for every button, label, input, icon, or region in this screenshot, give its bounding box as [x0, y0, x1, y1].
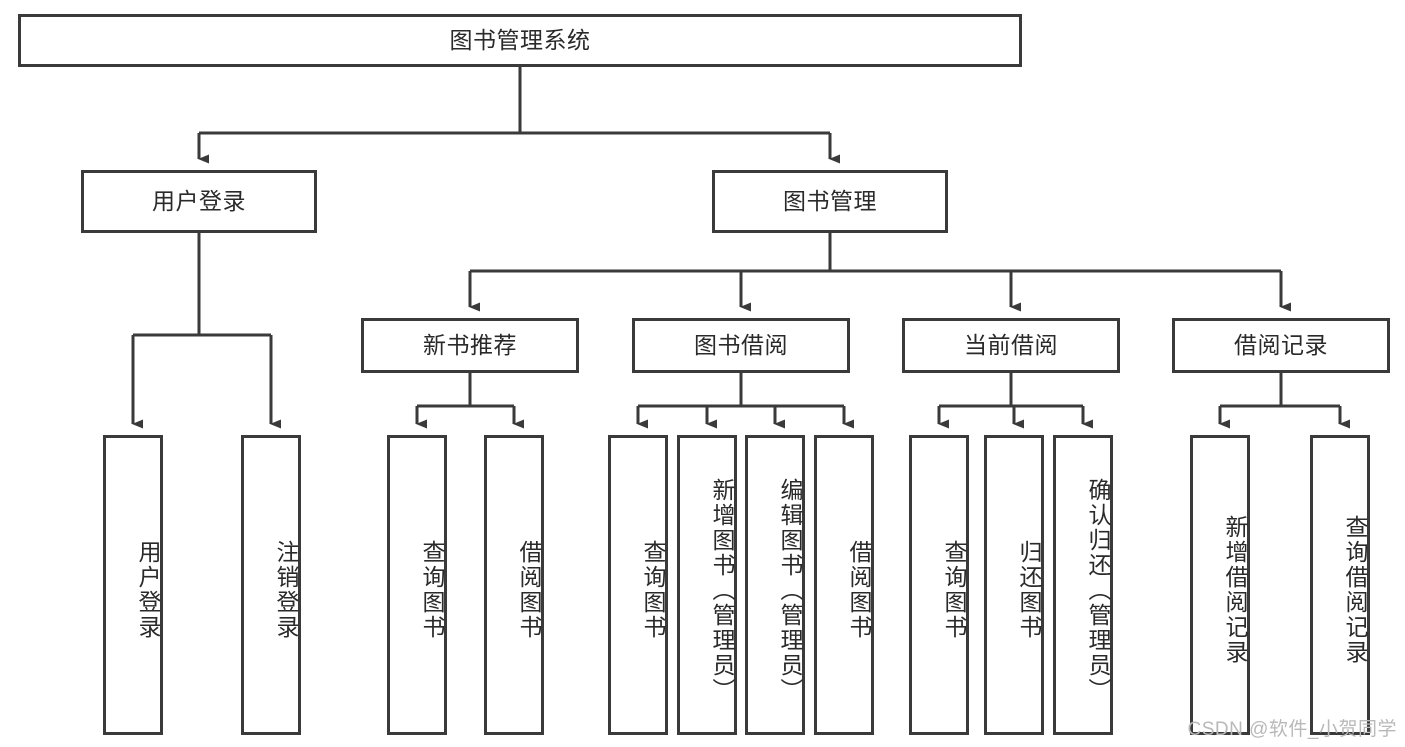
node-label: 新增图书（管理员） — [709, 477, 735, 703]
node-leaf-borrow-book-1[interactable]: 借阅图书 — [484, 435, 544, 735]
node-label: 新增借阅记录 — [1222, 515, 1248, 665]
node-leaf-query-book-2[interactable]: 查询图书 — [608, 435, 668, 735]
node-label: 查询图书 — [419, 540, 445, 640]
node-leaf-logout[interactable]: 注销登录 — [241, 435, 301, 735]
watermark-text: CSDN @软件_小贺同学 — [1187, 719, 1397, 740]
node-label: 查询图书 — [640, 540, 666, 640]
node-book-manage[interactable]: 图书管理 — [712, 170, 948, 233]
node-book-borrow[interactable]: 图书借阅 — [632, 318, 850, 373]
node-leaf-return-book[interactable]: 归还图书 — [984, 435, 1044, 735]
node-label: 当前借阅 — [964, 331, 1058, 358]
node-leaf-confirm-return[interactable]: 确认归还（管理员） — [1053, 435, 1113, 735]
node-leaf-query-record[interactable]: 查询借阅记录 — [1310, 435, 1370, 735]
node-user-login[interactable]: 用户登录 — [81, 170, 317, 233]
node-label: 图书管理 — [783, 187, 877, 214]
node-label: 查询图书 — [941, 540, 967, 640]
node-label: 用户登录 — [152, 187, 246, 214]
node-borrow-record[interactable]: 借阅记录 — [1172, 318, 1390, 373]
node-leaf-query-book-1[interactable]: 查询图书 — [387, 435, 447, 735]
node-leaf-user-login[interactable]: 用户登录 — [103, 435, 163, 735]
node-label: 归还图书 — [1016, 540, 1042, 640]
node-label: 图书借阅 — [694, 331, 788, 358]
node-label: 编辑图书（管理员） — [777, 477, 803, 703]
node-current-borrow[interactable]: 当前借阅 — [902, 318, 1120, 373]
node-new-book-rec[interactable]: 新书推荐 — [361, 318, 579, 373]
node-label: 确认归还（管理员） — [1085, 477, 1111, 703]
node-leaf-edit-book[interactable]: 编辑图书（管理员） — [745, 435, 805, 735]
node-leaf-borrow-book-2[interactable]: 借阅图书 — [814, 435, 874, 735]
node-leaf-add-book[interactable]: 新增图书（管理员） — [677, 435, 737, 735]
node-label: 借阅记录 — [1234, 331, 1328, 358]
node-root[interactable]: 图书管理系统 — [18, 14, 1022, 67]
node-label: 新书推荐 — [423, 331, 517, 358]
node-leaf-add-record[interactable]: 新增借阅记录 — [1190, 435, 1250, 735]
node-label: 借阅图书 — [516, 540, 542, 640]
node-label: 借阅图书 — [846, 540, 872, 640]
node-leaf-query-book-3[interactable]: 查询图书 — [909, 435, 969, 735]
node-label: 图书管理系统 — [449, 26, 591, 53]
node-label: 查询借阅记录 — [1342, 515, 1368, 665]
node-label: 用户登录 — [135, 540, 161, 640]
node-label: 注销登录 — [273, 540, 299, 640]
